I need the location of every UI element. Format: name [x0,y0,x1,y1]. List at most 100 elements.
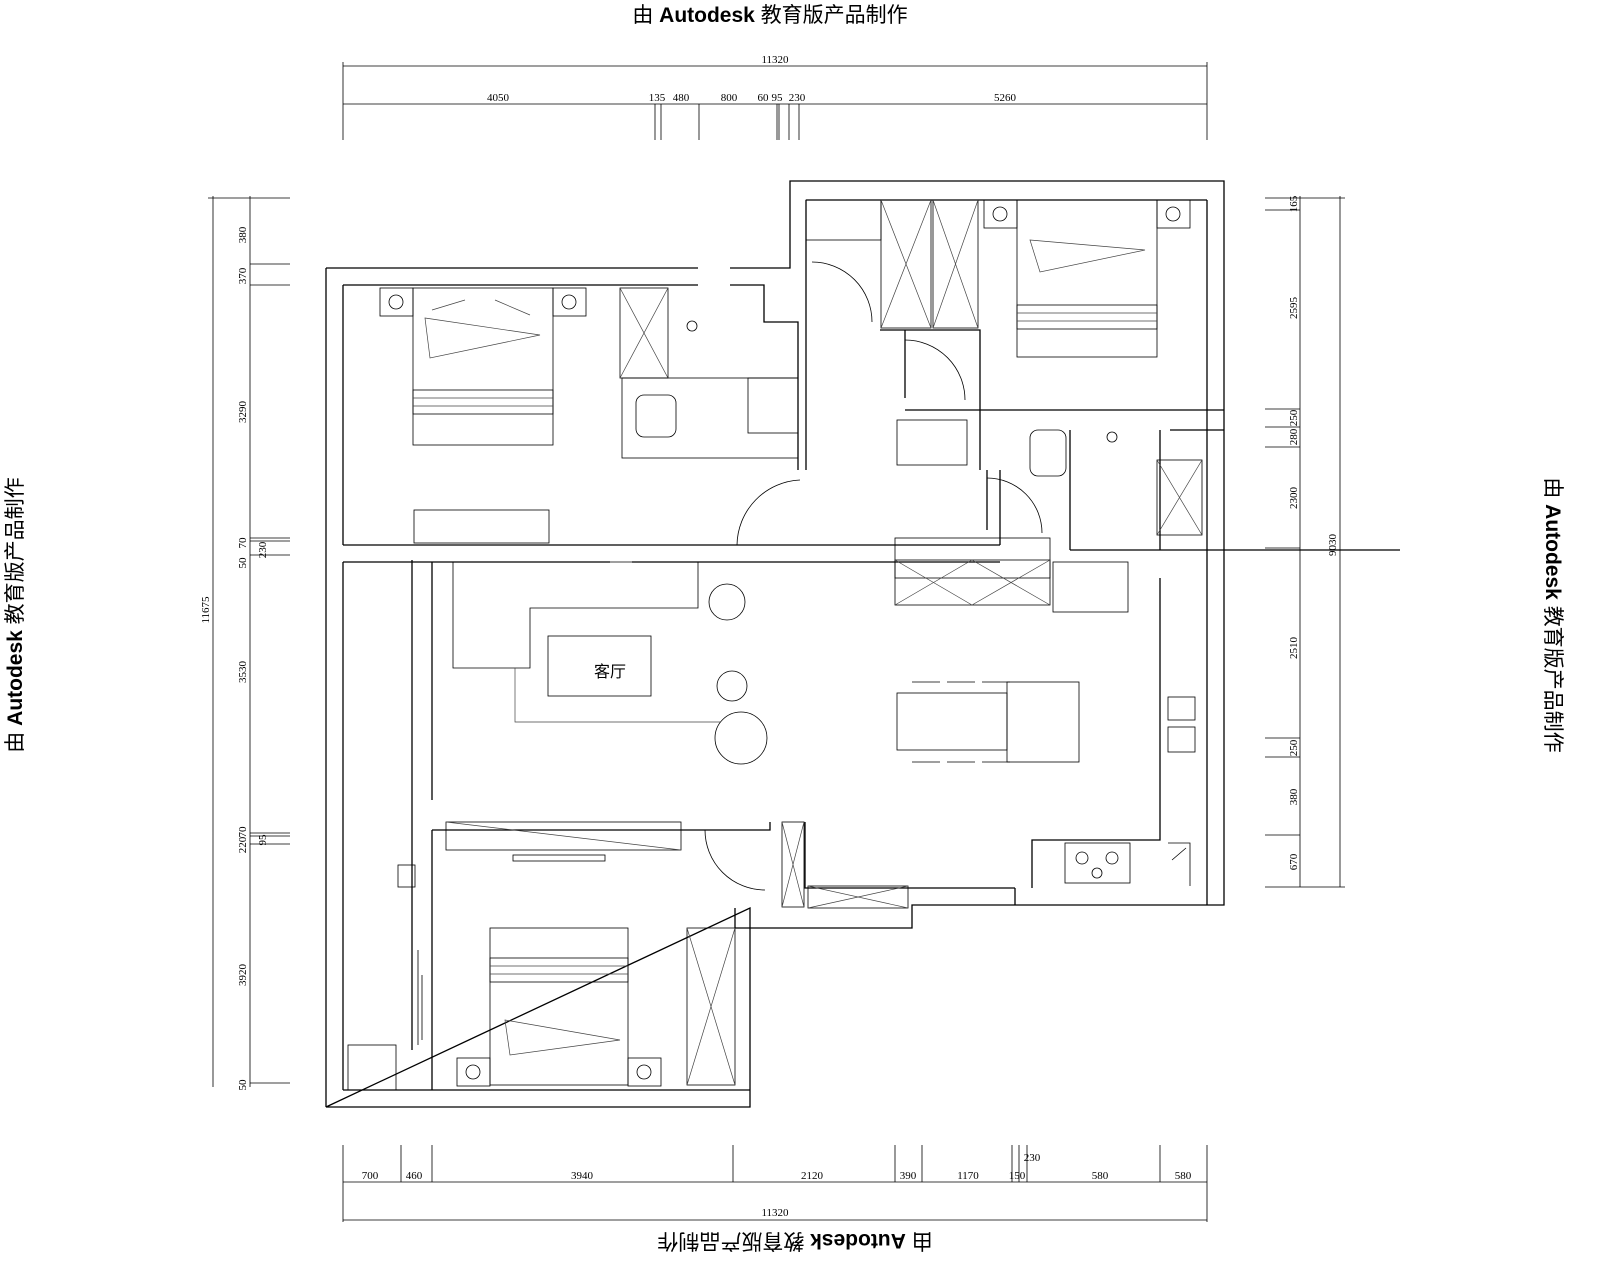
dim-bottom-seg: 390 [900,1170,917,1182]
dining-table [896,692,1008,751]
bedroom-top-right [805,199,1191,401]
dim-top-seg: 60 [758,92,770,104]
toilet [1029,429,1067,477]
bed-runner [412,389,554,415]
dim-left-seg: 3530 [237,661,249,684]
bed [489,927,629,1086]
sink-basin [1167,726,1196,753]
dim-left-seg: 95 [257,834,269,846]
stove [1064,842,1131,884]
bed-runner [1016,304,1158,330]
watermark-left: 由 Autodesk 教育版产品制作 [4,477,27,752]
bed [412,287,554,446]
desk [413,509,550,544]
tv-cabinet [445,821,682,851]
sink [747,377,799,434]
door-swing [736,479,801,546]
dim-left-seg: 50 [237,557,249,569]
dining-kitchen [894,537,1196,886]
dim-bottom-seg: 2120 [801,1170,824,1182]
watermark-top: 由 Autodesk 教育版产品制作 [632,4,907,27]
bedroom-bottom [417,821,909,1087]
dim-right-seg: 2300 [1288,487,1300,510]
nightstand-lamp [552,287,587,317]
walls [325,180,1400,1108]
dim-top-total: 11320 [761,54,789,66]
dim-bottom-seg: 460 [406,1170,423,1182]
dim-left-seg: 70 [237,826,249,838]
bed-runner [489,957,629,983]
dim-bottom-seg: 700 [362,1170,379,1182]
dim-top-seg: 95 [772,92,784,104]
coffee-table [547,635,652,697]
dim-bottom-seg: 230 [1024,1152,1041,1164]
dim-left-seg: 230 [257,541,269,558]
side-table [708,583,746,621]
dim-top-seg: 800 [721,92,738,104]
door-swing [811,261,873,323]
dim-right-total: 9030 [1327,534,1339,557]
dimension-bottom: 11320 700 460 3940 2120 390 1170 150 230… [342,1145,1208,1222]
dim-left-seg: 380 [237,226,249,243]
dim-top-seg: 230 [789,92,806,104]
dim-left-seg: 220 [237,836,249,853]
sink [896,419,968,466]
living-room: 客厅 [347,561,768,1091]
counter [894,537,1051,579]
shower-head [686,320,698,332]
tv [512,854,606,862]
dim-top-seg: 4050 [487,92,510,104]
wardrobe [932,199,979,329]
dim-right-seg: 250 [1288,409,1300,426]
door-swing [904,339,966,401]
dim-bottom-seg: 150 [1009,1170,1026,1182]
washing-machine [347,1044,397,1091]
switch [397,864,416,888]
dim-bottom-total: 11320 [761,1207,789,1219]
island [1006,681,1080,763]
dim-bottom-seg: 1170 [957,1170,979,1182]
dim-right-seg: 2510 [1288,637,1300,660]
room-label-living: 客厅 [594,662,626,681]
dim-bottom-seg: 3940 [571,1170,594,1182]
dimension-left: 11675 380 370 3290 70 50 230 3530 220 70… [200,196,290,1091]
wardrobe [686,927,736,1086]
dim-right-seg: 670 [1288,853,1300,870]
cabinet [781,821,805,908]
dim-right-seg: 280 [1288,428,1300,445]
watermark-right: 由 Autodesk 教育版产品制作 [1541,477,1564,752]
cabinet [807,885,909,909]
dim-left-seg: 370 [237,267,249,284]
wardrobe [880,199,932,329]
dim-right-seg: 2595 [1288,297,1300,320]
watermark-bottom: 由 Autodesk 教育版产品制作 [657,1229,932,1252]
cabinet [805,199,882,241]
dim-right-seg: 380 [1288,788,1300,805]
dim-bottom-seg: 580 [1092,1170,1109,1182]
armchair [714,711,768,765]
dim-top-seg: 480 [673,92,690,104]
side-table [716,670,748,702]
dim-right-seg: 250 [1288,739,1300,756]
dim-right-seg: 165 [1288,195,1300,212]
dim-left-total: 11675 [200,596,212,624]
fridge [1052,561,1129,613]
bedroom-top-left [379,287,801,546]
dim-top-seg: 135 [649,92,666,104]
dim-left-seg: 3290 [237,401,249,424]
toilet [635,394,677,438]
sofa [452,561,699,669]
nightstand-lamp [379,287,414,317]
door-swing [986,477,1043,534]
dim-left-seg: 50 [237,1079,249,1091]
bathroom-right [896,419,1203,536]
dim-left-seg: 3920 [237,964,249,987]
dimension-top: 11320 4050 135 480 800 60 95 230 5260 [342,54,1208,140]
dim-left-seg: 70 [237,537,249,549]
dim-top-seg: 5260 [994,92,1017,104]
door-swing [704,829,766,891]
sliding-door [417,950,423,1045]
dimension-right: 165 2595 250 280 2300 2510 250 380 670 9… [1265,195,1345,888]
bathroom-top-left [621,320,799,459]
